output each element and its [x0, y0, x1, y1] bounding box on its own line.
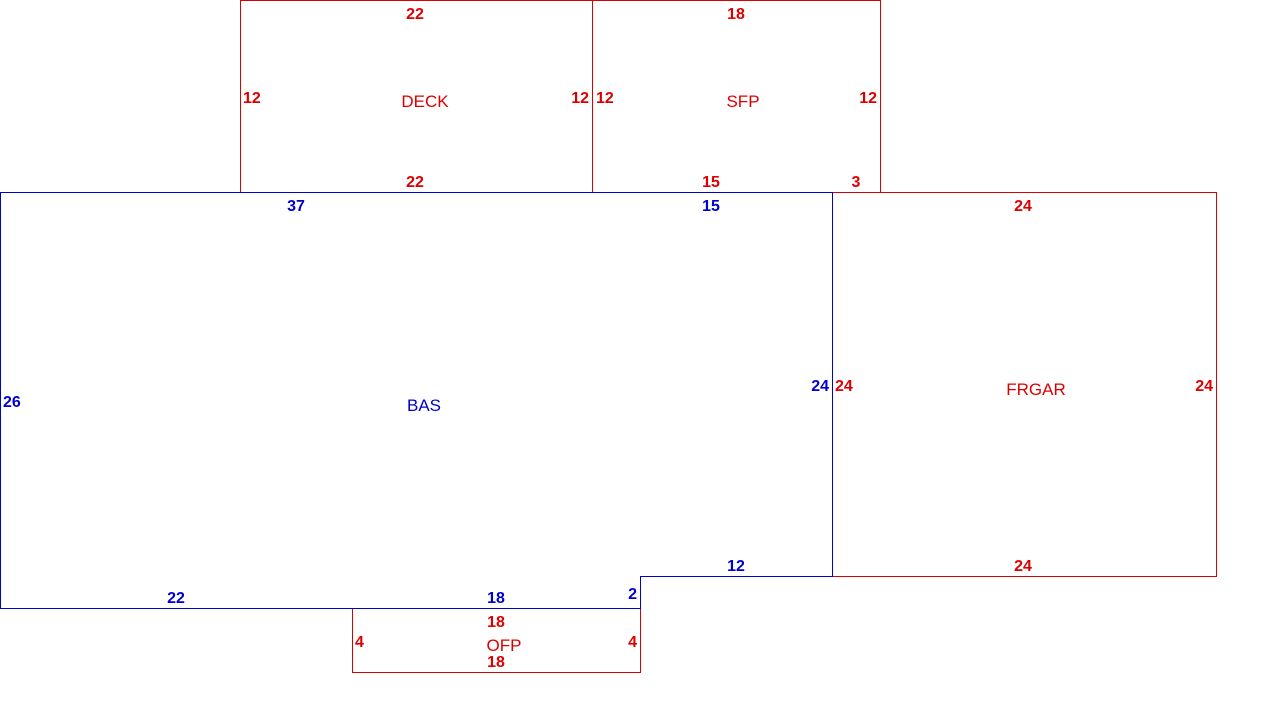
- ofp-dim-left: 4: [355, 634, 364, 651]
- sfp-label: SFP: [726, 92, 759, 111]
- sfp-dim-right: 12: [859, 90, 877, 107]
- bas-dim-top-b: 15: [702, 198, 720, 215]
- deck-area: DECK 22 12 12 22: [240, 0, 593, 193]
- frgar-dim-bottom: 24: [1014, 558, 1032, 575]
- ofp-area: OFP 18 4 4 18: [352, 608, 641, 673]
- deck-dim-left: 12: [243, 90, 261, 107]
- bas-label: BAS: [407, 396, 441, 415]
- sfp-dim-bottom-b: 3: [852, 174, 861, 191]
- frgar-dim-top: 24: [1014, 198, 1032, 215]
- ofp-dim-right: 4: [628, 634, 637, 651]
- frgar-label: FRGAR: [1006, 380, 1066, 399]
- bas-dim-step-horizontal: 12: [727, 558, 745, 575]
- deck-dim-bottom: 22: [406, 174, 424, 191]
- bas-outline: [0, 192, 833, 609]
- sfp-area: SFP 18 12 12 15 3: [592, 0, 881, 193]
- sfp-dim-left: 12: [596, 90, 614, 107]
- bas-dim-bottom-a: 22: [167, 590, 185, 607]
- deck-dim-right: 12: [571, 90, 589, 107]
- ofp-dim-bottom: 18: [487, 654, 505, 671]
- frgar-dim-right: 24: [1195, 378, 1213, 395]
- frgar-area: FRGAR 24 24 24 24: [832, 192, 1217, 577]
- bas-dim-right: 24: [811, 378, 829, 395]
- sfp-dim-bottom-a: 15: [702, 174, 720, 191]
- bas-dim-top-a: 37: [287, 198, 305, 215]
- deck-dim-top: 22: [406, 6, 424, 23]
- bas-area: BAS 37 15 26 24 22 18 2 12: [0, 192, 833, 609]
- ofp-label: OFP: [487, 636, 522, 655]
- frgar-dim-left: 24: [835, 378, 853, 395]
- sfp-dim-top: 18: [727, 6, 745, 23]
- bas-dim-bottom-b: 18: [487, 590, 505, 607]
- deck-label: DECK: [401, 92, 449, 111]
- bas-dim-step-vertical: 2: [628, 586, 637, 603]
- bas-dim-left: 26: [3, 394, 21, 411]
- ofp-dim-top: 18: [487, 614, 505, 631]
